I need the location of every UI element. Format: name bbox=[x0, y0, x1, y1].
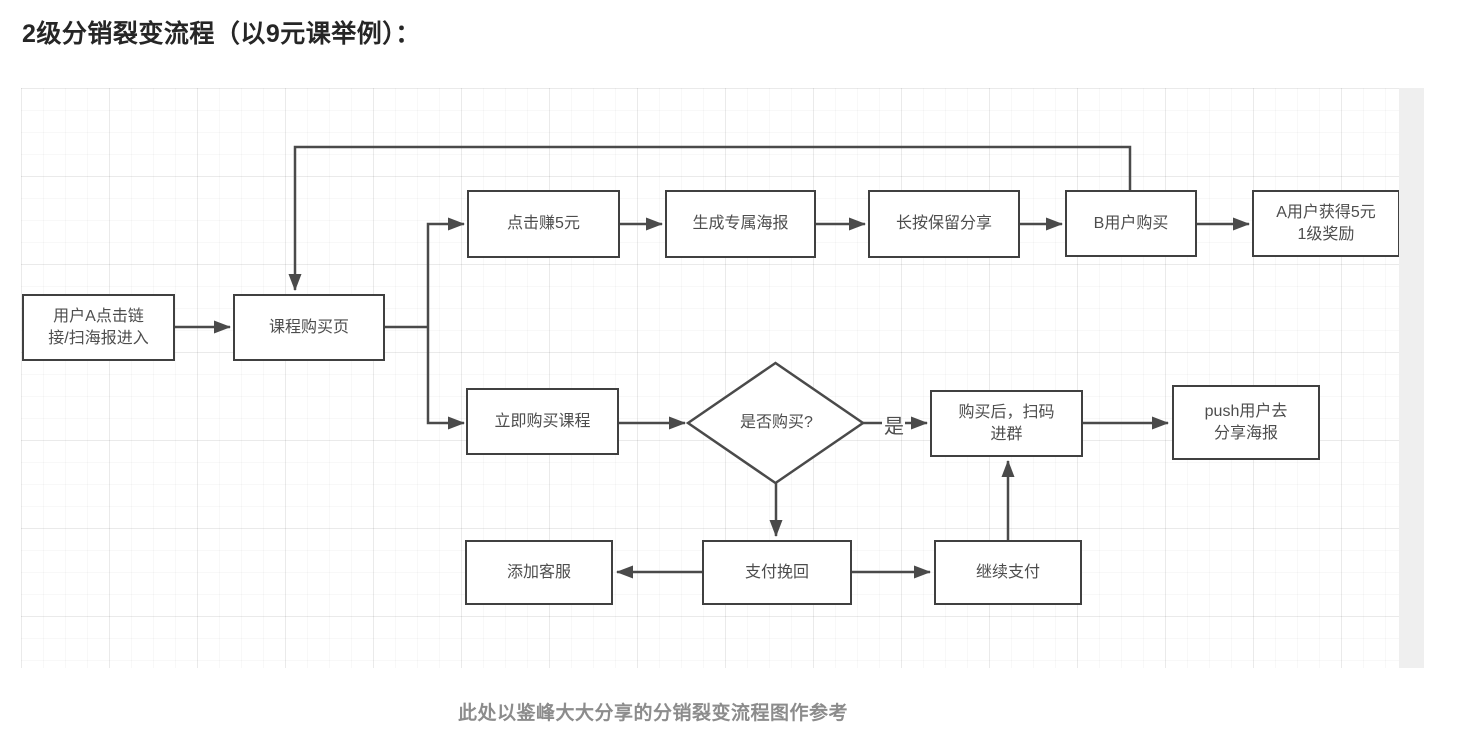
node-a-user-reward: A用户获得5元 1级奖励 bbox=[1252, 190, 1400, 257]
node-add-customer-service: 添加客服 bbox=[465, 540, 613, 605]
node-buy-now: 立即购买课程 bbox=[466, 388, 619, 455]
page-title: 2级分销裂变流程（以9元课举例）： bbox=[22, 20, 421, 48]
node-generate-poster: 生成专属海报 bbox=[665, 190, 816, 258]
node-decision-label: 是否购买? bbox=[740, 414, 813, 432]
node-continue-payment: 继续支付 bbox=[934, 540, 1082, 605]
node-user-a-entry: 用户A点击链 接/扫海报进入 bbox=[22, 294, 175, 361]
node-after-buy-join-group: 购买后，扫码 进群 bbox=[930, 390, 1083, 457]
node-longpress-share: 长按保留分享 bbox=[868, 190, 1020, 258]
canvas-right-strip bbox=[1399, 88, 1424, 668]
caption-text: 此处以鉴峰大大分享的分销裂变流程图作参考 bbox=[458, 703, 849, 724]
edge-label-yes: 是 bbox=[884, 416, 904, 438]
edge-branch-to-buynow bbox=[426, 327, 465, 430]
node-payment-recovery: 支付挽回 bbox=[702, 540, 852, 605]
diagram-canvas: 用户A点击链 接/扫海报进入 课程购买页 点击赚5元 生成专属海报 长按保留分享… bbox=[21, 88, 1400, 668]
decision-diamond-shape bbox=[685, 361, 866, 485]
edge-buserbuy-feedback-to-coursepage bbox=[288, 145, 1132, 291]
connector-layer bbox=[175, 145, 1250, 579]
node-b-user-buy: B用户购买 bbox=[1065, 190, 1197, 257]
node-push-share-poster: push用户去 分享海报 bbox=[1172, 385, 1320, 460]
node-course-page: 课程购买页 bbox=[233, 294, 385, 361]
edge-branch-to-clickearn bbox=[426, 217, 465, 327]
node-click-earn-5: 点击赚5元 bbox=[467, 190, 620, 258]
